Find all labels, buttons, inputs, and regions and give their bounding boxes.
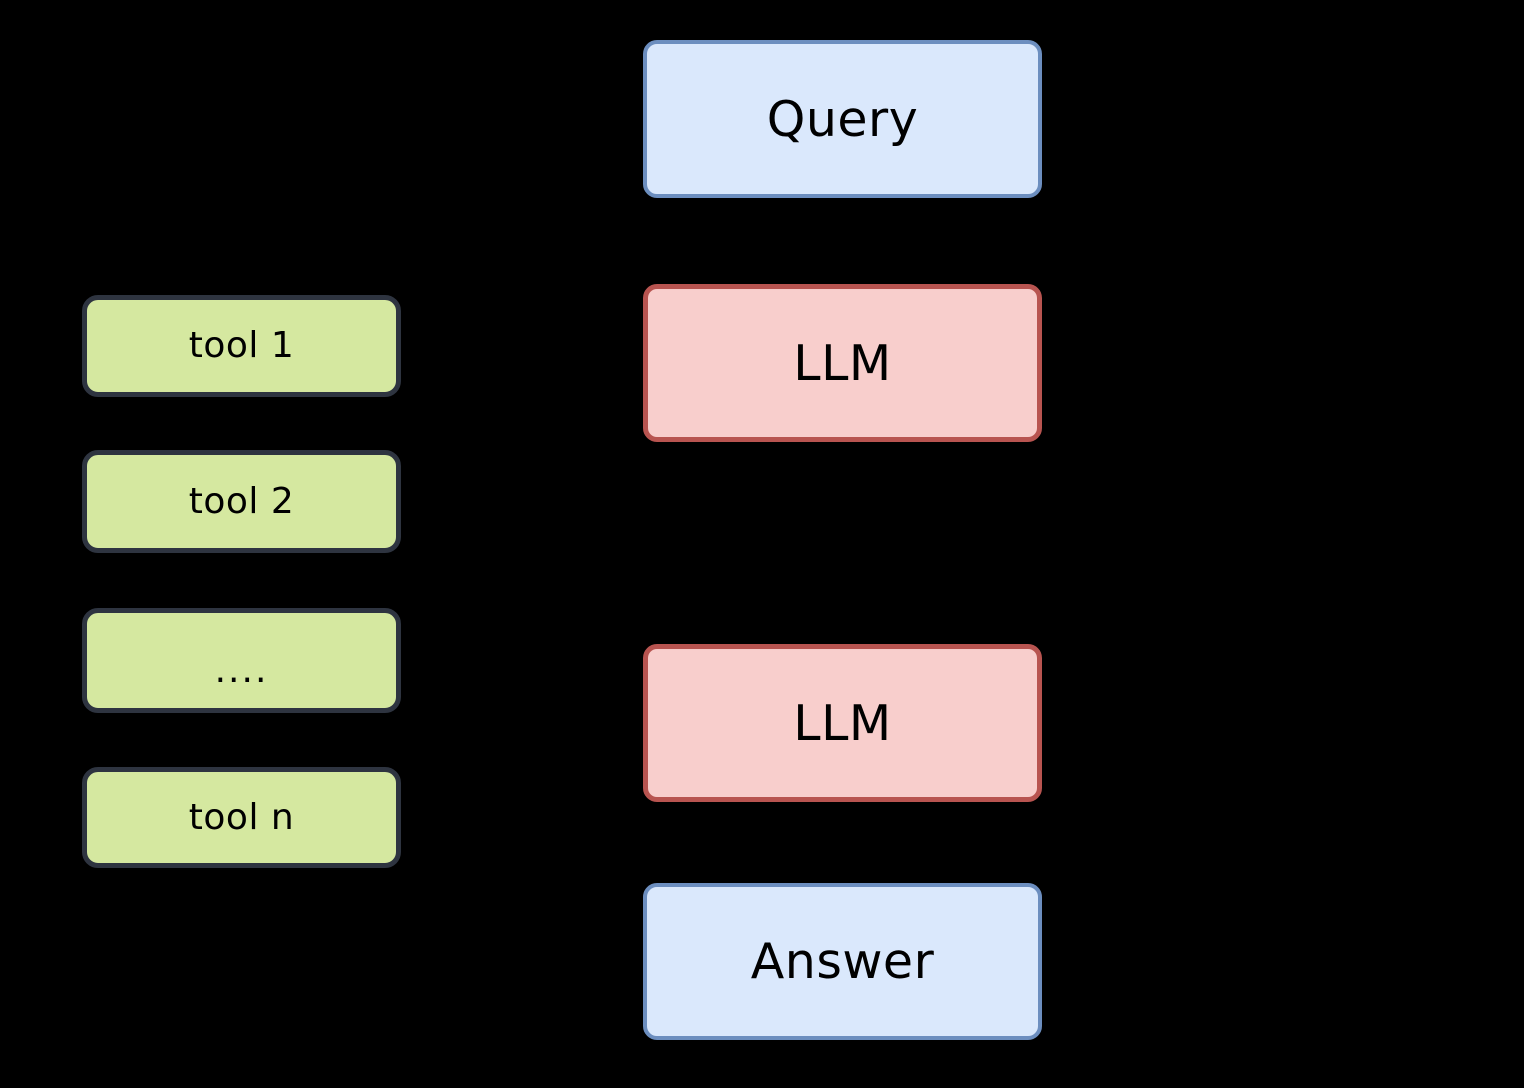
llm-node-top-label: LLM (793, 334, 892, 392)
tool-node-2-label: tool 2 (188, 480, 295, 522)
query-node-label: Query (766, 90, 919, 148)
tool-node-1-label: tool 1 (188, 325, 295, 366)
tool-node-1[interactable]: tool 1 (82, 295, 401, 397)
llm-node-bottom-label: LLM (793, 694, 892, 752)
llm-node-bottom[interactable]: LLM (643, 644, 1042, 802)
tool-node-n[interactable]: tool n (82, 767, 401, 868)
query-node[interactable]: Query (643, 40, 1042, 198)
tool-node-n-label: tool n (188, 796, 295, 838)
answer-node-label: Answer (750, 933, 935, 990)
tool-node-ellipsis-label: .... (214, 649, 269, 691)
llm-node-top[interactable]: LLM (643, 284, 1042, 442)
answer-node[interactable]: Answer (643, 883, 1042, 1040)
tool-node-2[interactable]: tool 2 (82, 450, 401, 553)
tool-node-ellipsis[interactable]: .... (82, 608, 401, 713)
